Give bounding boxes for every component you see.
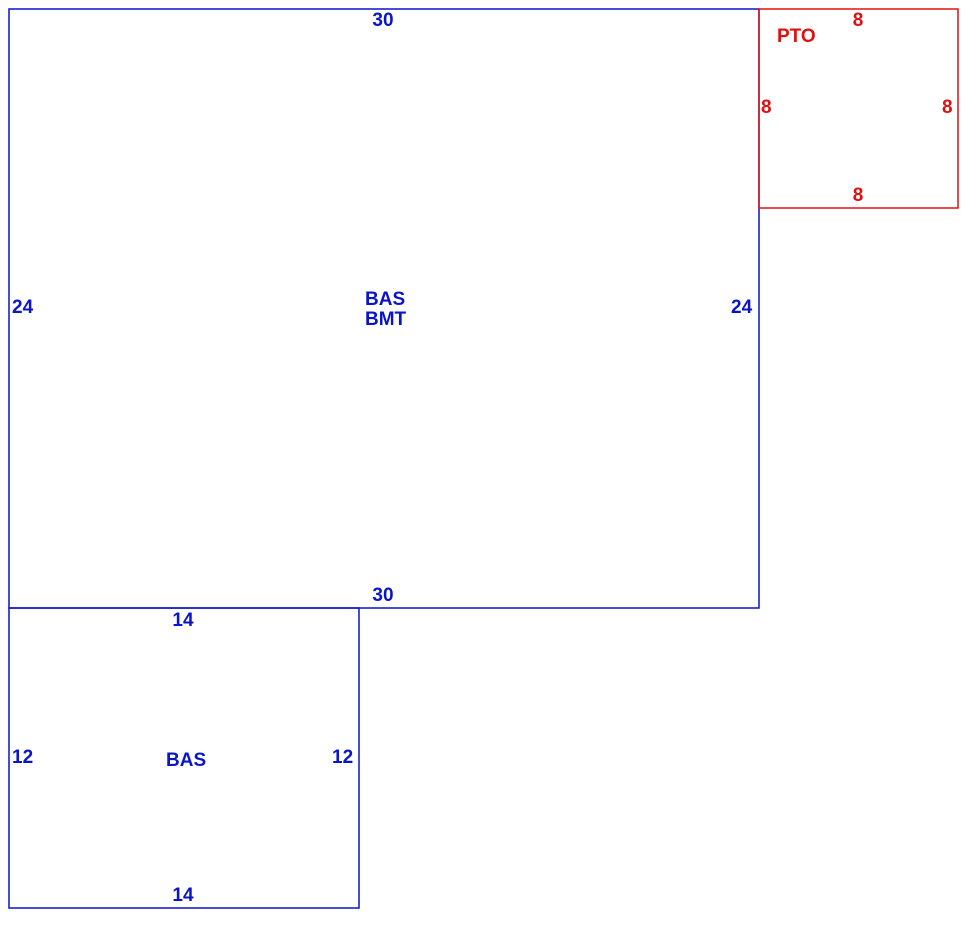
porch-top-dimension: 8 [852, 10, 864, 31]
main-right-dimension: 24 [731, 297, 753, 318]
main-area-code-bas: BAS [365, 289, 406, 310]
main-bottom-dimension: 30 [372, 585, 394, 606]
addition-area-outline [8, 607, 360, 909]
addition-bottom-dimension: 14 [172, 885, 194, 906]
addition-right-dimension: 12 [332, 747, 354, 768]
porch-left-dimension: 8 [761, 97, 772, 118]
addition-left-dimension: 12 [12, 747, 34, 768]
main-left-dimension: 24 [12, 297, 34, 318]
porch-bottom-dimension: 8 [852, 185, 864, 206]
addition-top-dimension: 14 [172, 610, 194, 631]
main-area-outline [8, 8, 760, 609]
main-area-codes: BAS BMT [365, 290, 406, 330]
porch-area-code: PTO [777, 26, 816, 47]
addition-area-code: BAS [166, 750, 207, 771]
porch-outline [758, 8, 959, 209]
porch-right-dimension: 8 [942, 97, 953, 118]
main-area-code-bmt: BMT [365, 309, 407, 330]
main-top-dimension: 30 [372, 10, 394, 31]
